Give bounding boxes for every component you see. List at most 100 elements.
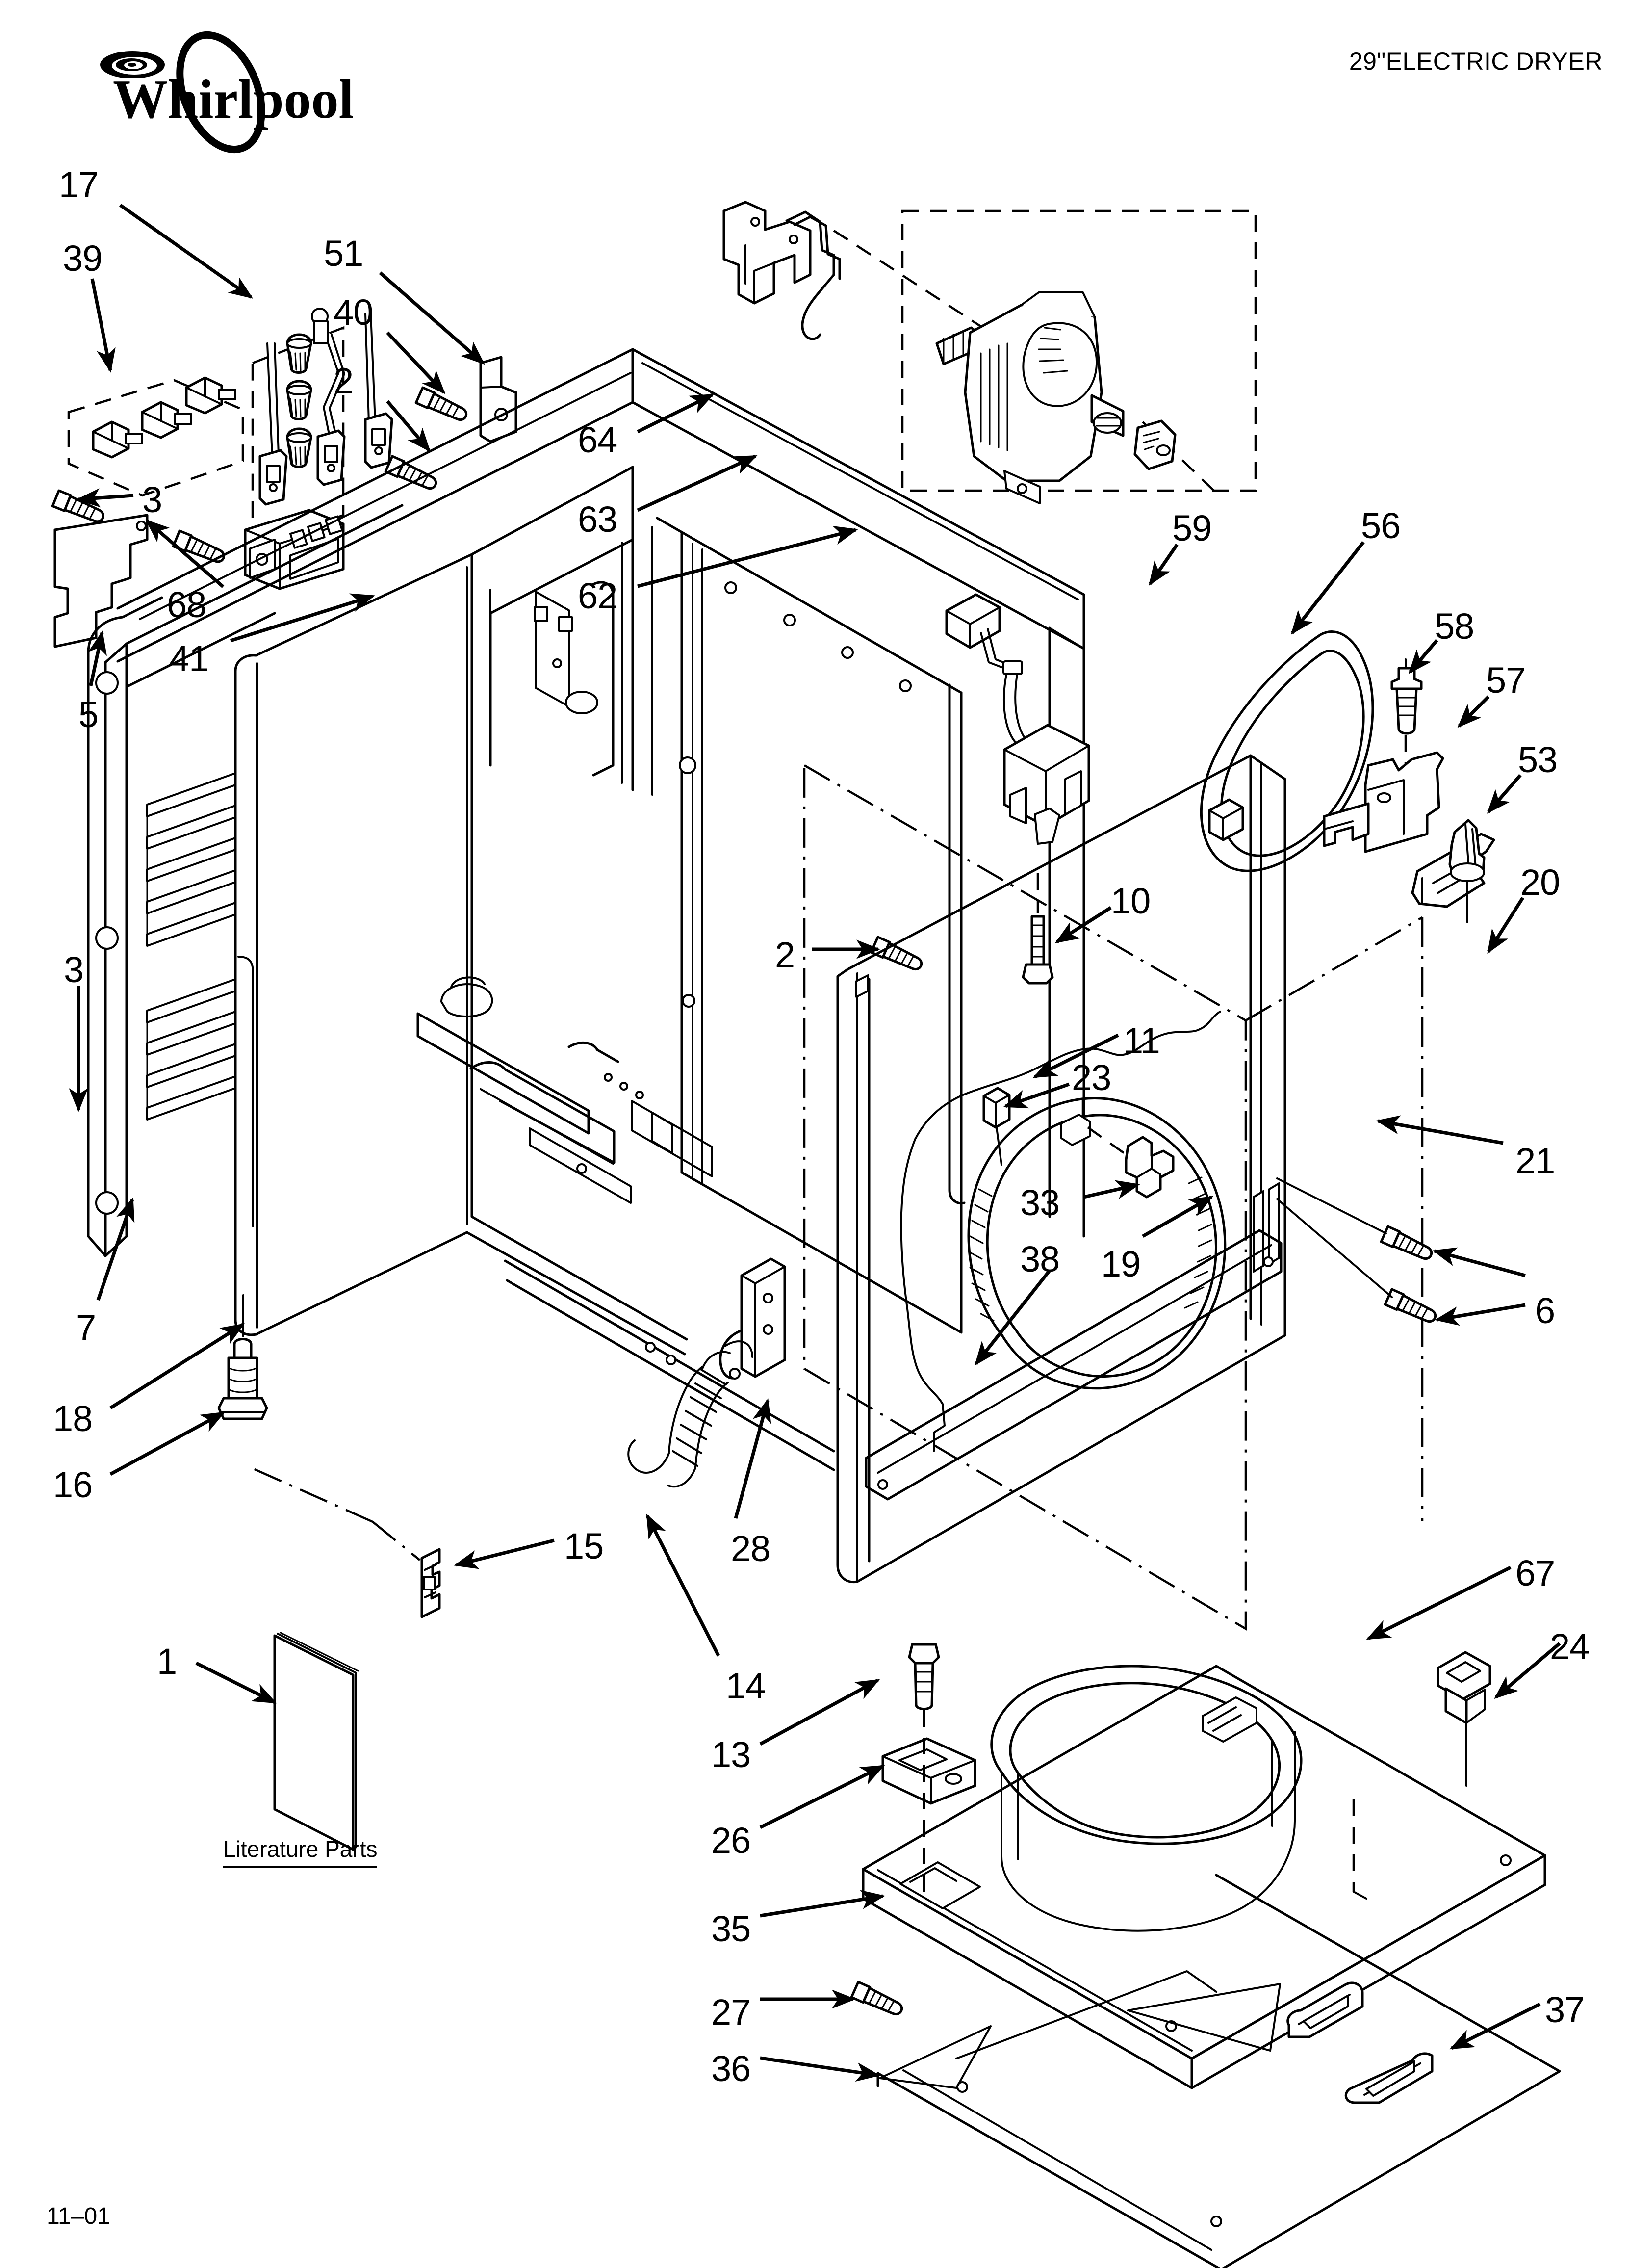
leader-21 <box>1376 1115 1504 1145</box>
part-3-screw-a <box>51 489 104 523</box>
leader-6a <box>1432 1247 1526 1277</box>
callout-20: 20 <box>1520 862 1560 903</box>
callout-21: 21 <box>1515 1141 1555 1181</box>
part-10-door-switch <box>945 593 1090 845</box>
part-6-screw-a <box>1380 1225 1433 1260</box>
callout-3: 3 <box>64 949 84 990</box>
part-19-clip <box>1208 798 1244 841</box>
leader-6b <box>1435 1303 1526 1326</box>
leader-36 <box>760 2056 880 2082</box>
part-23-drum-glide <box>982 1087 1091 1166</box>
leader-3a <box>76 488 134 508</box>
leader-15 <box>454 1538 555 1569</box>
callout-6: 6 <box>1535 1290 1555 1331</box>
part-26-catch <box>881 1737 976 1805</box>
callout-16: 16 <box>53 1464 93 1505</box>
leader-38 <box>974 1269 1051 1366</box>
leader-58 <box>1408 639 1438 674</box>
callout-11: 11 <box>1123 1020 1160 1061</box>
cabinet-louvres-lower <box>146 978 236 1121</box>
callout-38: 38 <box>1020 1239 1060 1279</box>
leader-40 <box>386 331 446 394</box>
literature-parts-caption: Literature Parts <box>223 1836 378 1868</box>
leader-18 <box>109 1323 245 1409</box>
leader-53 <box>1487 774 1522 814</box>
callout-15: 15 <box>564 1526 604 1566</box>
part-13-screw <box>908 1643 940 1752</box>
leader-10 <box>1054 906 1112 943</box>
leader-lines <box>69 204 1561 2082</box>
callout-59: 59 <box>1172 508 1212 548</box>
part-14-spring <box>627 1340 753 1488</box>
leader-62 <box>637 526 858 588</box>
part-2-screw-a <box>384 455 437 490</box>
part-16-leveling-leg <box>217 1294 268 1420</box>
callout-58: 58 <box>1435 606 1474 647</box>
part-59-motor-clip <box>1133 419 1177 470</box>
part-51-bracket <box>479 356 517 443</box>
callout-2: 2 <box>775 935 795 975</box>
leader-41 <box>230 593 375 643</box>
leader-39 <box>90 278 116 373</box>
part-68-screw <box>172 529 225 563</box>
callout-53: 53 <box>1518 739 1558 780</box>
part-15-striker-plate <box>420 1548 441 1618</box>
leader-17 <box>119 204 254 299</box>
callout-68: 68 <box>167 584 206 625</box>
callout-57: 57 <box>1486 660 1526 701</box>
leader-5 <box>88 630 107 686</box>
callout-24: 24 <box>1550 1626 1590 1667</box>
part-39-terminals <box>92 376 236 459</box>
leader-51 <box>379 271 485 365</box>
leader-33 <box>1083 1180 1140 1199</box>
leader-20 <box>1487 897 1524 954</box>
callout-56: 56 <box>1361 505 1401 546</box>
callout-5: 5 <box>78 694 99 735</box>
callout-39: 39 <box>63 238 103 279</box>
leader-16 <box>109 1411 226 1476</box>
callout-35: 35 <box>711 1908 751 1949</box>
callout-28: 28 <box>731 1528 770 1569</box>
leader-13 <box>759 1678 880 1746</box>
callout-63: 63 <box>578 499 617 540</box>
leader-2t <box>386 400 431 452</box>
leader-64 <box>637 393 715 434</box>
callout-36: 36 <box>711 2048 751 2089</box>
part-5-plate <box>53 514 149 648</box>
callout-17: 17 <box>59 164 99 205</box>
callout-3: 3 <box>142 479 162 520</box>
leader-57 <box>1457 695 1490 728</box>
callout-62: 62 <box>578 575 617 616</box>
callout-7: 7 <box>76 1307 96 1348</box>
leader-56 <box>1290 541 1365 635</box>
part-63-strap <box>785 210 841 340</box>
part-27-screw <box>850 1981 903 2016</box>
leader-26 <box>759 1764 885 1829</box>
part-67-front-bulkhead <box>990 1665 1303 1932</box>
callout-1: 1 <box>157 1641 177 1682</box>
part-24-clip <box>1352 1651 1491 1900</box>
callout-51: 51 <box>324 233 363 274</box>
callout-40: 40 <box>334 292 373 333</box>
part-1-literature-booklet <box>273 1632 359 1851</box>
revision-date-code: 11–01 <box>47 2203 110 2229</box>
callout-64: 64 <box>578 419 617 460</box>
callout-26: 26 <box>711 1820 751 1861</box>
leader-14 <box>645 1513 720 1657</box>
callout-37: 37 <box>1545 1989 1585 2030</box>
leader-68 <box>145 519 225 588</box>
leader-24 <box>1494 1642 1561 1699</box>
part-17-wire-harness <box>258 308 393 506</box>
part-6-screw-b <box>1384 1288 1437 1323</box>
part-57-bracket <box>1323 751 1444 853</box>
callout-13: 13 <box>711 1734 751 1775</box>
part-64-bracket <box>722 201 812 305</box>
callout-67: 67 <box>1515 1553 1555 1593</box>
callout-23: 23 <box>1072 1057 1111 1098</box>
part-33-drum-front-ring <box>967 1097 1227 1390</box>
callout-27: 27 <box>711 1992 751 2033</box>
part-28-bracket <box>719 1257 786 1380</box>
callout-18: 18 <box>53 1398 93 1439</box>
part-20-push-pin <box>1448 819 1486 923</box>
